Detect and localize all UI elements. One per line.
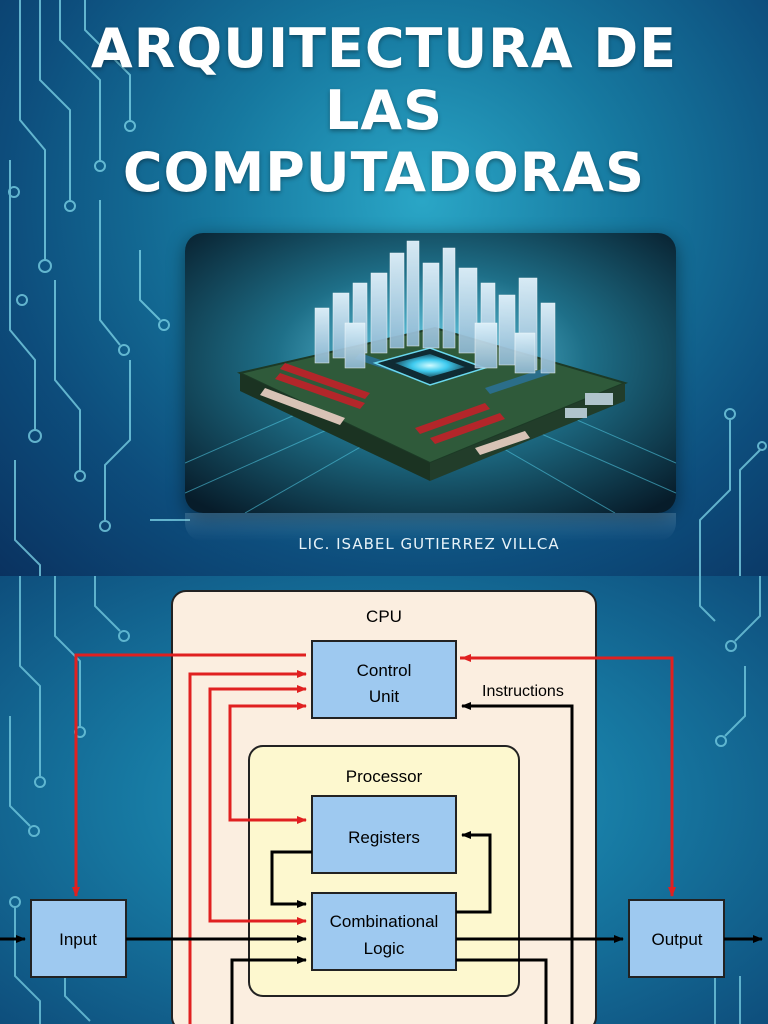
title-slide: ARQUITECTURA DE LAS COMPUTADORAS [0,0,768,576]
red-arrow-logic [208,906,307,925]
instructions-arrow [461,702,574,1024]
circuit-decoration [8,0,767,576]
combinational-logic-box [311,892,457,971]
registers-label: Registers [348,828,420,847]
cpu-architecture-diagram: CPU Processor Control Unit Instructions … [0,590,763,1024]
hero-reflection [185,513,676,541]
combinational-logic-label-2: Logic [364,939,405,958]
control-to-input-arrow [72,653,306,897]
output-label: Output [651,930,702,949]
input-box [30,899,127,978]
control-unit-label-2: Unit [369,687,400,706]
registers-to-logic-arrow [270,850,312,908]
control-unit-box [311,640,457,719]
red-arrow-3 [228,702,307,806]
circuit-decoration-2 [9,576,761,1024]
registers-box [311,795,457,874]
control-unit-label-1: Control [357,661,412,680]
red-arrow-2 [208,685,307,906]
red-arrow-1 [188,670,307,1024]
title-line-3: COMPUTADORAS [122,141,646,204]
diagram-slide: CPU Processor Control Unit Instructions … [0,576,768,1024]
logic-to-registers-arrow [456,831,492,914]
slide-title: ARQUITECTURA DE LAS COMPUTADORAS [60,18,708,204]
instructions-label: Instructions [482,683,564,700]
hero-image [185,233,676,513]
red-arrow-registers [228,806,307,824]
input-label: Input [59,930,97,949]
logic-to-memory-line [456,958,548,1024]
title-line-1: ARQUITECTURA DE [90,17,678,80]
output-to-control-arrow [461,654,674,666]
combinational-logic-label-1: Combinational [330,912,439,931]
title-line-2: LAS [324,79,444,142]
author-name: LIC. ISABEL GUTIERREZ VILLCA [298,535,560,553]
processor-label: Processor [346,767,423,786]
cpu-label: CPU [366,607,402,626]
memory-to-logic-arrow [230,956,307,1024]
